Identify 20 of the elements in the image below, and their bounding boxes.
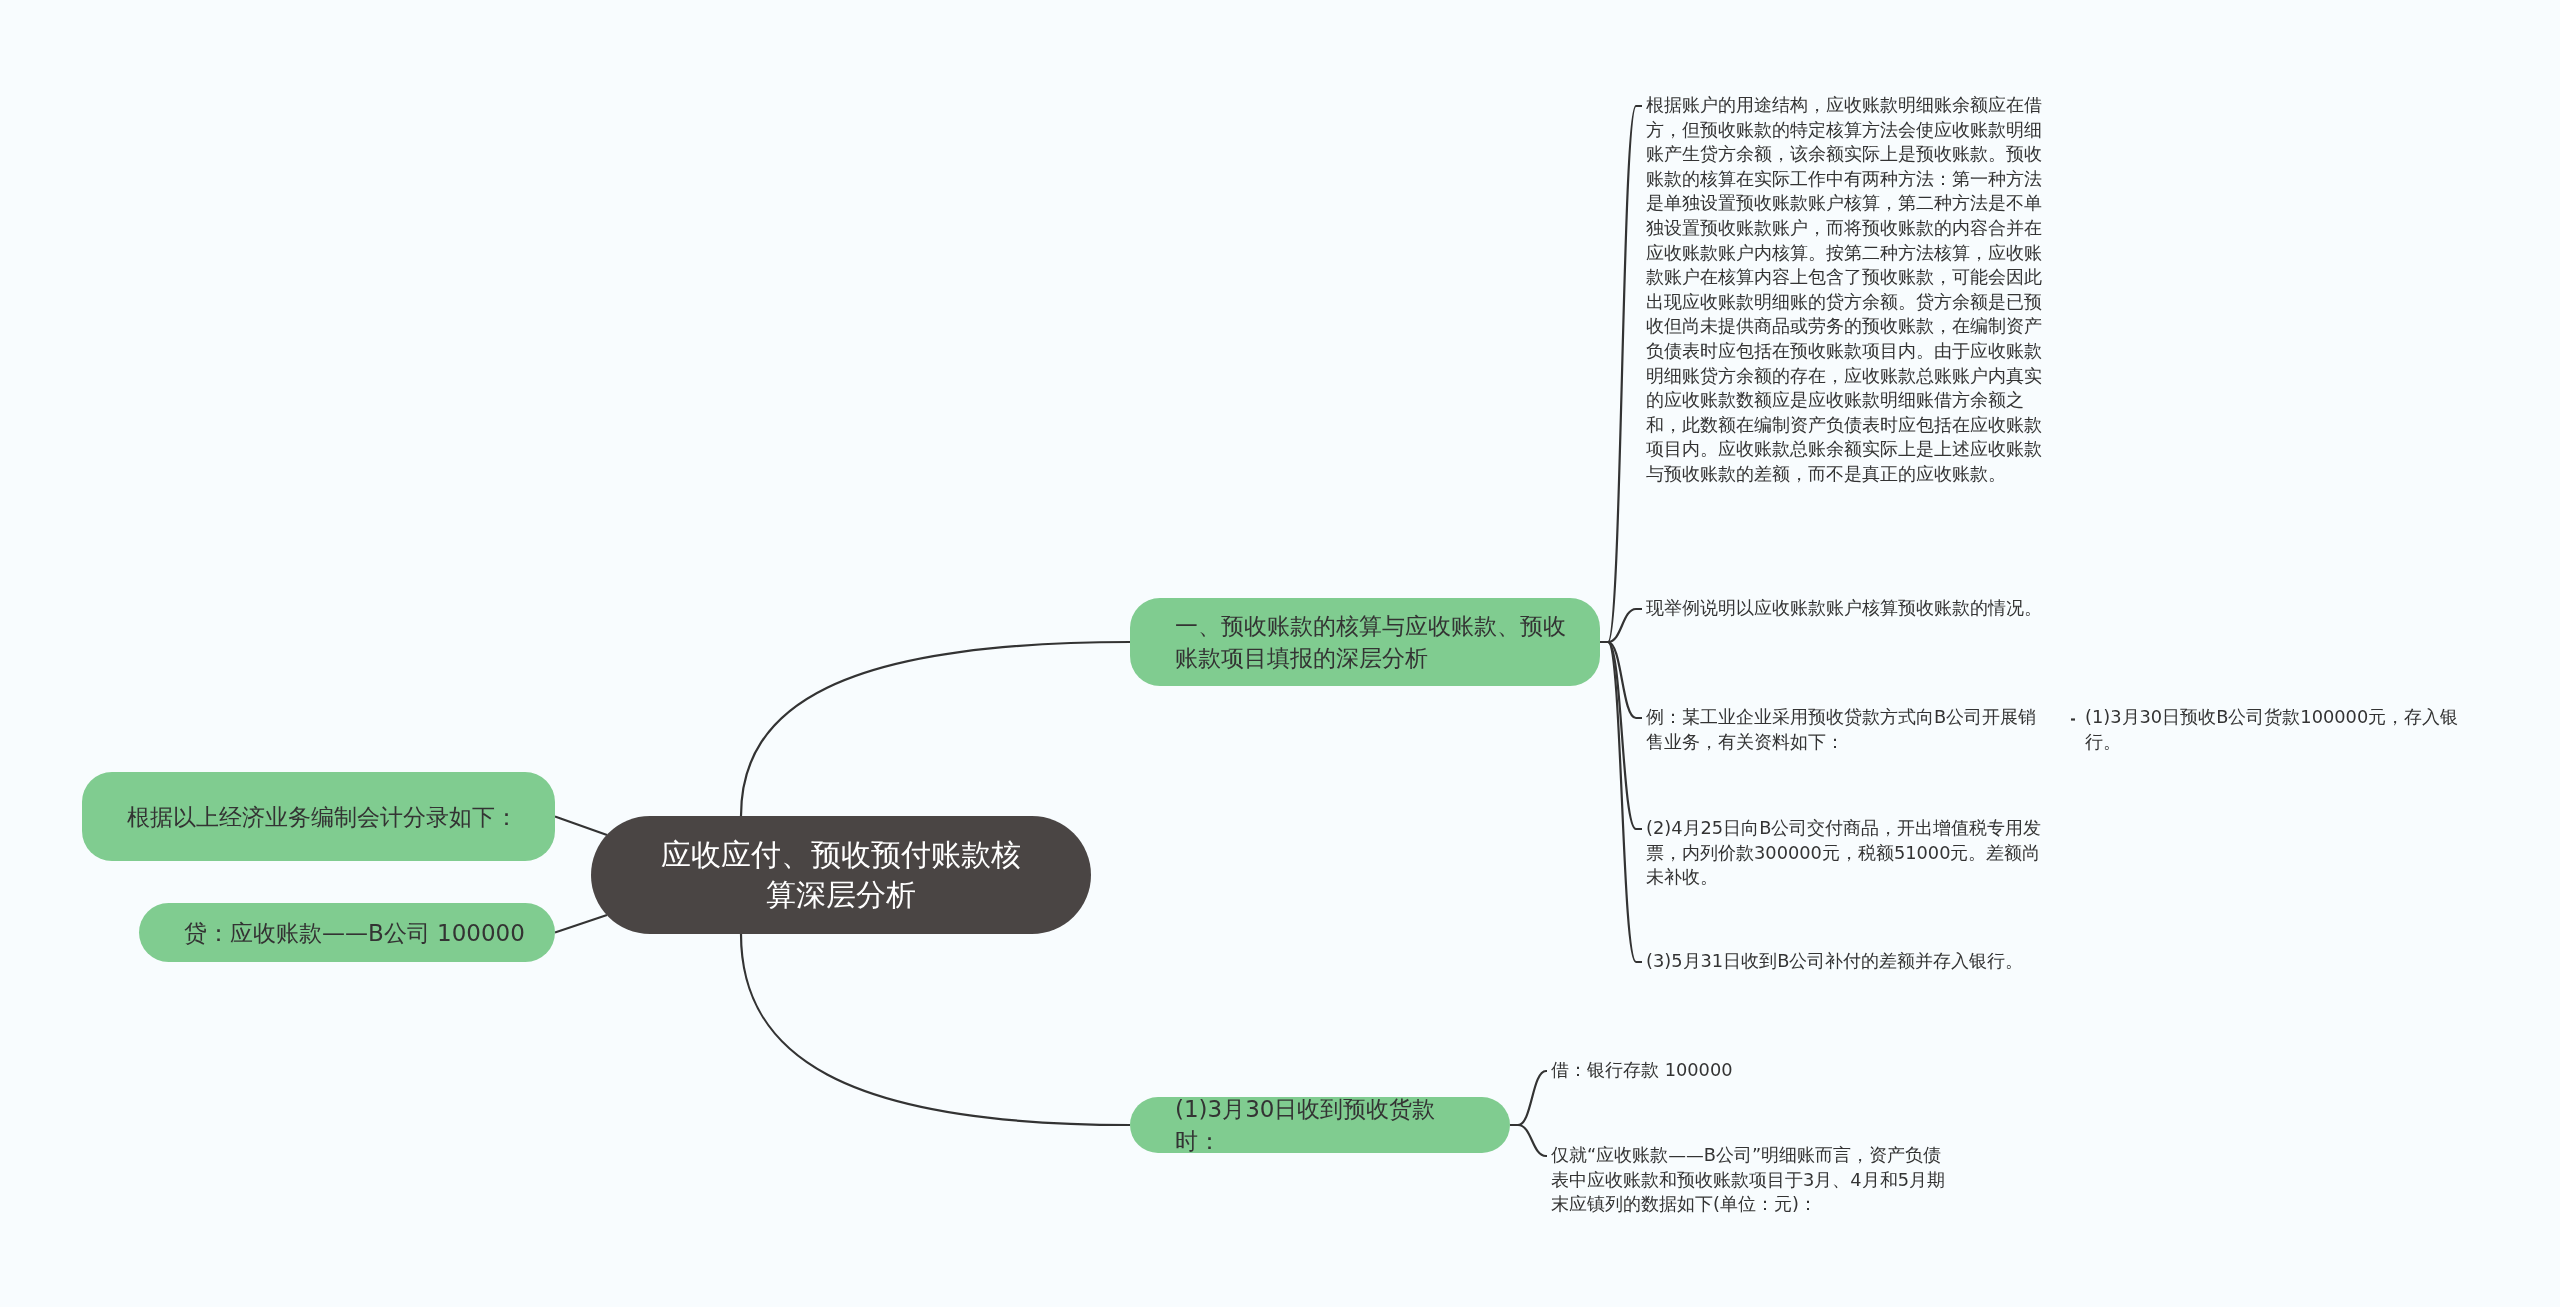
note-text: (3)5月31日收到B公司补付的差额并存入银行。 <box>1646 949 2046 974</box>
connector-line <box>1600 640 1642 964</box>
note-text: (1)3月30日预收B公司货款100000元，存入银行。 <box>2085 705 2485 755</box>
note-text: 现举例说明以应收账款账户核算预收账款的情况。 <box>1646 596 2046 621</box>
note-text: 仅就“应收账款——B公司”明细账而言，资产负债表中应收账款和预收账款项目于3月、4月和5月期末应镇列的数据如下(单位：元)： <box>1551 1143 1951 1217</box>
topic-box: 一、预收账款的核算与应收账款、预收账款项目填报的深层分析 <box>1130 598 1600 686</box>
central-topic: 应收应付、预收预付账款核算深层分析 <box>591 816 1091 934</box>
connector-line <box>1510 1123 1548 1158</box>
connector-line <box>739 933 1131 1127</box>
note-text: 例：某工业企业采用预收贷款方式向B公司开展销售业务，有关资料如下： <box>1646 705 2046 755</box>
topic-box: (1)3月30日收到预收货款时： <box>1130 1097 1510 1153</box>
topic-box: 贷：应收账款——B公司 100000 <box>139 903 555 962</box>
note-text: 根据账户的用途结构，应收账款明细账余额应在借方，但预收账款的特定核算方法会使应收账款明细账产生贷方余额，该余额实际上是预收账款。预收账款的核算在实际工作中有两种方法：第一种方法是单独设置预收账款账户核算，第二种方法是不单独设置预收账款账户，而将预收账款的内容合并在应收账款账户内核算。按第二种方法核算，应收账款账户在核算内容上包含了预收账款，可能会因此出现应收账款明细账的贷方余额。贷方余额是已预收但尚未提供商品或劳务的预收账款，在编制资产负债表时应包括在预收账款项目内。由于应收账款明细账贷方余额的存在，应收账款总账账户内真实的应收账款数额应是应收账款明细账借方余额之和，此数额在编制资产负债表时应包括在应收账款项目内。应收账款总账余额实际上是上述应收账款与预收账款的差额，而不是真正的应收账款。 <box>1646 93 2046 487</box>
connector-line <box>554 815 608 837</box>
connector-line <box>2071 718 2075 721</box>
connector-line <box>554 913 608 934</box>
note-text: (2)4月25日向B公司交付商品，开出增值税专用发票，内列价款300000元，税额51000元。差额尚未补收。 <box>1646 816 2046 890</box>
connector-line <box>739 640 1131 817</box>
note-text: 借：银行存款 100000 <box>1551 1058 1951 1083</box>
topic-box: 根据以上经济业务编制会计分录如下： <box>82 772 555 861</box>
